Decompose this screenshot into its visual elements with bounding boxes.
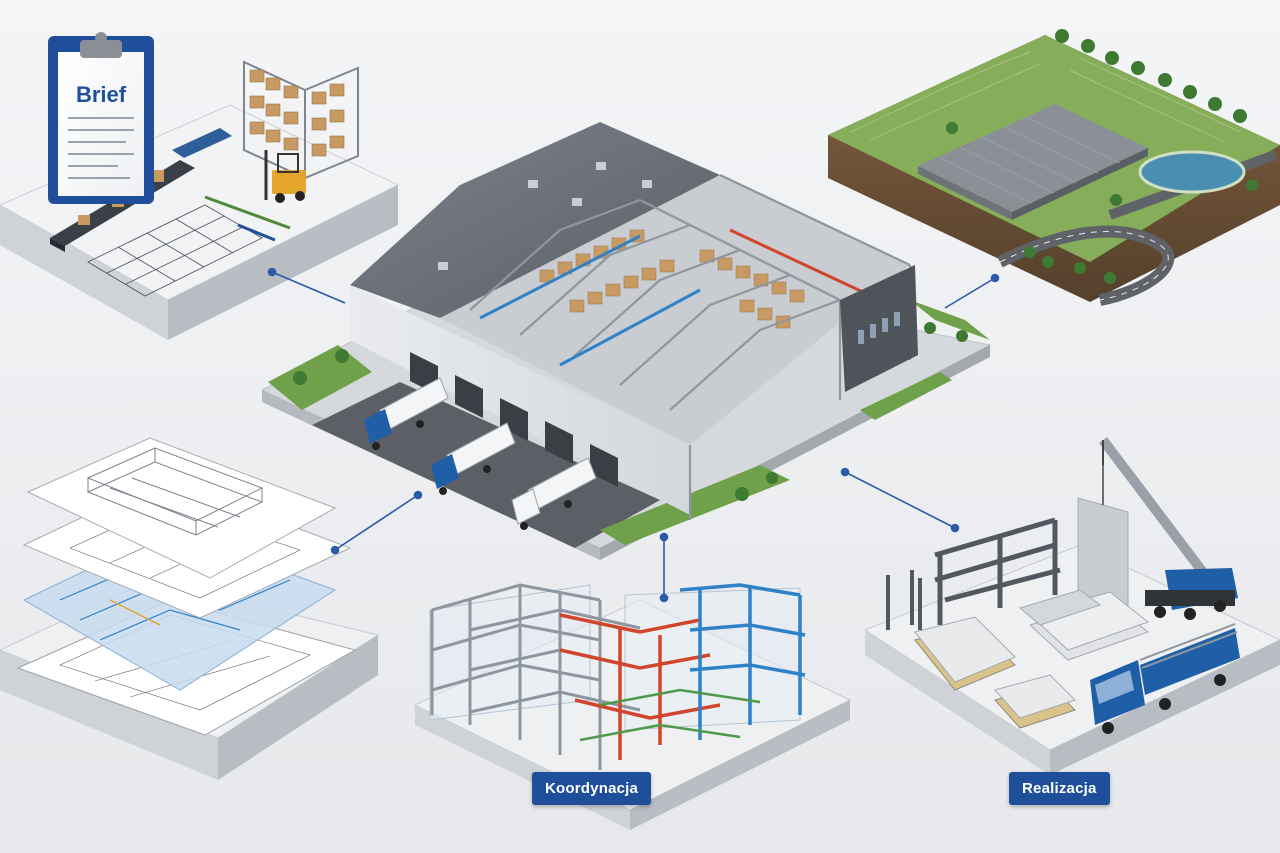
connector-site [944, 277, 996, 309]
connector-brief [271, 271, 346, 304]
drawing-sheet-top [26, 437, 337, 579]
coordination-stage [413, 583, 852, 830]
material-stacks [914, 589, 1150, 729]
crane-icon [1099, 436, 1238, 620]
construction-stage [863, 436, 1280, 775]
brief-stage: Brief [0, 32, 400, 340]
mep-green-ducts [579, 688, 761, 742]
steel-frame-sketch [86, 447, 264, 536]
connector-lines [267, 267, 1000, 603]
site-road [997, 225, 1175, 306]
site-stage [828, 29, 1280, 306]
truck-icon [364, 377, 597, 530]
connector-node-coord [659, 593, 669, 603]
clipboard-icon: Brief [48, 32, 154, 204]
mep-pipes [479, 228, 881, 367]
forklift-icon [264, 150, 306, 203]
flow-arrows [204, 195, 291, 242]
construction-label: Realizacja [1009, 772, 1110, 805]
brief-platform-right [168, 185, 398, 340]
mep-red-pipes [559, 613, 721, 760]
steel-columns [886, 570, 922, 630]
steel-frame-icon [469, 174, 912, 520]
truck-icon [1090, 623, 1240, 734]
tree-icon [946, 29, 1258, 284]
roof-skylights [438, 162, 652, 270]
documentation-stage [0, 437, 380, 780]
interior-racks [539, 229, 805, 329]
floor-plan-drawing [87, 204, 263, 297]
brief-platform-left [0, 205, 168, 340]
connector-docs [334, 494, 419, 551]
coordination-label: Koordynacja [532, 772, 652, 805]
office-annex [840, 265, 918, 392]
warehouse-model [260, 122, 992, 560]
brief-title: Brief [76, 82, 127, 107]
connector-node-brief [267, 267, 277, 277]
connector-node-site [990, 273, 1000, 283]
site-building-footprint [918, 104, 1148, 220]
storage-rack [243, 60, 359, 180]
steel-module [934, 517, 1061, 625]
terrain-contours [849, 51, 1241, 143]
connector-node-docs [330, 545, 340, 555]
connector-node-construction [950, 523, 960, 533]
connector-construction [844, 471, 956, 529]
pond-icon [1138, 150, 1246, 194]
grass-strip-front [600, 465, 790, 545]
warehouse-interior [440, 175, 910, 445]
